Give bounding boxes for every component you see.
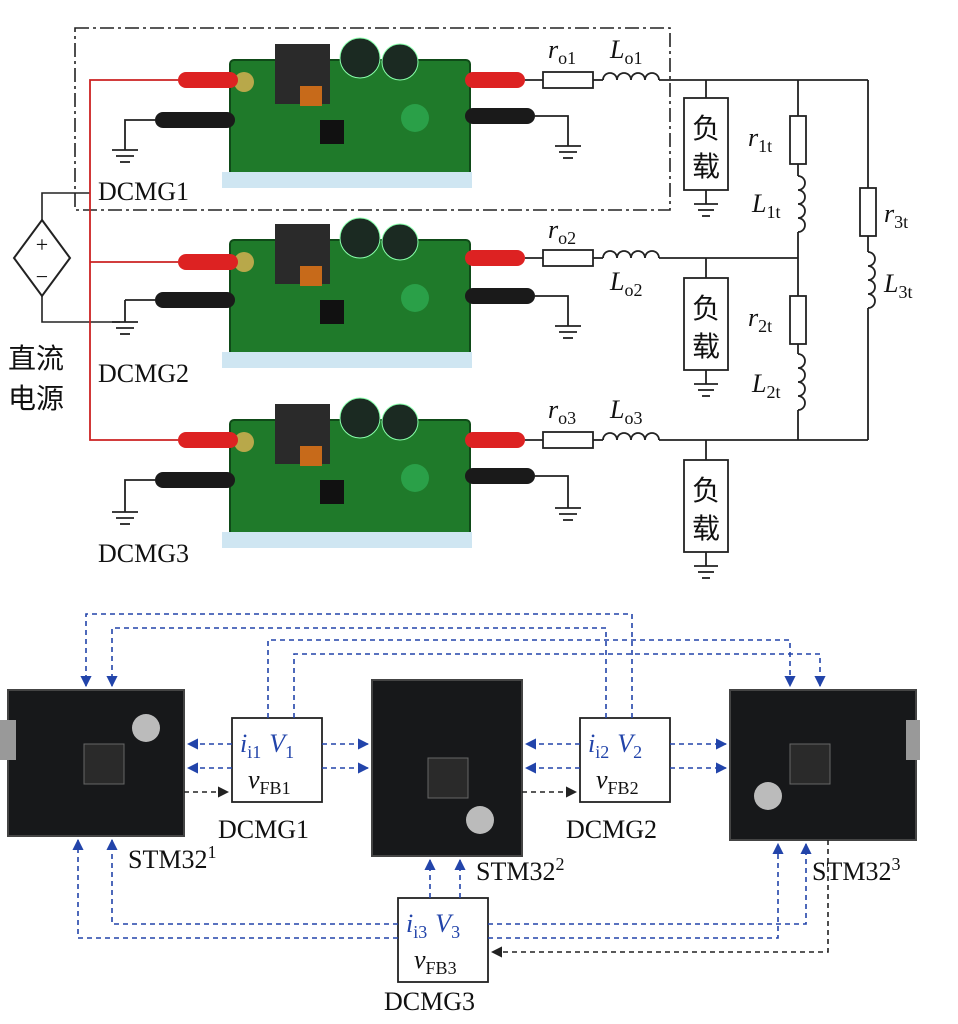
svg-text:vFB2: vFB2	[596, 765, 639, 798]
l-2t-label: L2t	[751, 369, 780, 402]
resistor-icon	[789, 115, 807, 165]
svg-text:vFB3: vFB3	[414, 945, 457, 978]
load-2	[683, 258, 729, 397]
dcmg-box-label-2: DCMG2	[566, 815, 657, 844]
resistor-icon	[859, 187, 877, 237]
l-3t-label: L3t	[883, 269, 912, 302]
load-3-label-b: 载	[692, 512, 720, 545]
ground-icon	[535, 295, 581, 339]
ground-icon	[112, 479, 155, 525]
inductor-icon	[797, 175, 806, 233]
r-3t-label: r3t	[884, 199, 908, 232]
l-o1-label: Lo1	[609, 35, 642, 68]
ground-icon	[112, 299, 155, 335]
pcb-unit-2	[155, 217, 535, 368]
source-label-line2: 电源	[8, 382, 64, 415]
load-1-label-a: 负	[692, 112, 720, 145]
output-line-1	[525, 71, 868, 89]
dc-source-icon: + −	[12, 218, 72, 298]
svg-text:vFB1: vFB1	[248, 765, 291, 798]
load-2-label-a: 负	[692, 292, 720, 325]
dcmg-box-label-3: DCMG3	[384, 987, 475, 1016]
tie-line-1	[789, 80, 807, 258]
pcb-unit-3	[155, 397, 535, 548]
ground-icon	[535, 475, 581, 521]
r-o1-label: ro1	[548, 35, 576, 68]
unit-label-2: DCMG2	[98, 359, 189, 388]
stm32-label-1: STM321	[128, 842, 216, 874]
resistor-icon	[542, 71, 594, 89]
tie-line-2	[789, 258, 807, 440]
pcb-board-icon	[229, 419, 471, 541]
load-3	[683, 440, 729, 579]
stm32-label-2: STM322	[476, 854, 564, 886]
black-terminal-icon	[155, 112, 235, 128]
r-2t-label: r2t	[748, 303, 772, 336]
load-3-label-a: 负	[692, 474, 720, 507]
r-o2-label: ro2	[548, 215, 576, 248]
resistor-icon	[542, 431, 594, 449]
resistor-icon	[789, 295, 807, 345]
source-label-line1: 直流	[8, 342, 64, 375]
feedback-links	[184, 786, 829, 958]
unit-label-3: DCMG3	[98, 539, 189, 568]
pcb-board-icon	[229, 59, 471, 181]
inductor-icon	[602, 250, 660, 259]
load-2-label-b: 载	[692, 330, 720, 363]
inductor-icon	[602, 72, 660, 81]
source-minus: −	[36, 264, 48, 289]
load-1-label-b: 载	[692, 150, 720, 183]
output-line-3	[525, 431, 868, 449]
dcmg-box-label-1: DCMG1	[218, 815, 309, 844]
pcb-unit-1	[155, 37, 535, 188]
unit-label-1: DCMG1	[98, 177, 189, 206]
stm32-board-3	[729, 689, 920, 841]
red-terminal-icon	[178, 72, 238, 88]
resistor-icon	[542, 249, 594, 267]
r-o3-label: ro3	[548, 395, 576, 428]
power-circuit: + − 直流 电源	[8, 27, 912, 579]
dcmg1-enclosure	[74, 27, 671, 211]
source-plus: +	[36, 232, 48, 257]
l-o2-label: Lo2	[609, 267, 642, 300]
l-o3-label: Lo3	[609, 395, 642, 428]
stm32-board-1	[0, 689, 185, 837]
l-1t-label: L1t	[751, 189, 780, 222]
tie-line-3	[859, 80, 877, 440]
r-1t-label: r1t	[748, 123, 772, 156]
inductor-icon	[797, 353, 806, 411]
output-line-2	[525, 249, 798, 267]
stm32-label-3: STM323	[812, 854, 900, 886]
red-supply-wire	[89, 79, 178, 441]
inductor-icon	[602, 432, 660, 441]
ground-icon	[112, 119, 155, 163]
load-1	[683, 80, 729, 217]
comm-links	[72, 613, 826, 939]
pcb-board-icon	[229, 239, 471, 361]
inductor-icon	[867, 251, 876, 309]
ground-icon	[535, 115, 581, 159]
stm32-board-2	[371, 679, 523, 857]
